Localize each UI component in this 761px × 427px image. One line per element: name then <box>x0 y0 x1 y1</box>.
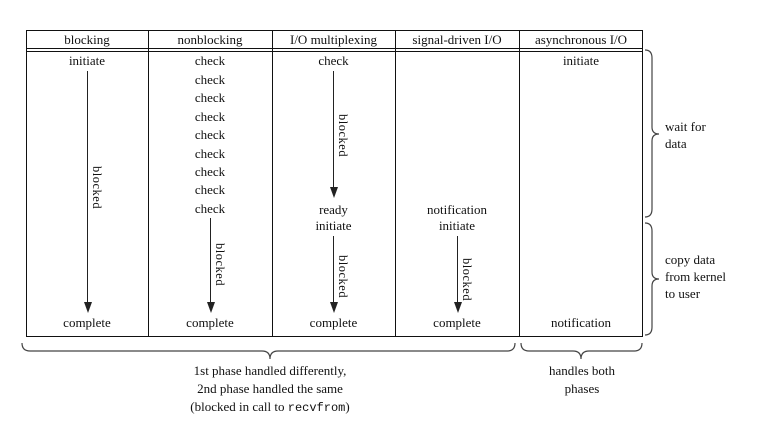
copy-data-brace-icon <box>644 222 660 336</box>
handles-both-brace-icon <box>520 342 643 360</box>
step-label-check: check <box>318 53 349 68</box>
step-label-notification: notification <box>427 202 487 217</box>
step-label-check: check <box>194 72 226 87</box>
handles-both-label: handles both phases <box>548 363 616 396</box>
step-label-complete: complete <box>63 315 111 330</box>
arrow-line <box>87 71 88 302</box>
phase-note-line1: 1st phase handled differently, <box>193 363 347 378</box>
step-label-check: check <box>194 127 226 142</box>
arrowhead-icon <box>329 187 338 198</box>
phase-note: 1st phase handled differently, 2nd phase… <box>120 362 420 417</box>
arrow-line <box>457 236 458 302</box>
step-label-initiate: initiate <box>562 53 600 68</box>
copy-data-label: copy data from kernel to user <box>665 252 727 301</box>
column-divider <box>519 30 520 337</box>
column-divider <box>148 30 149 337</box>
step-label-check: check <box>194 201 226 216</box>
recvfrom-code: recvfrom <box>287 401 346 415</box>
arrow-line <box>333 236 334 302</box>
step-label-check: check <box>194 146 226 161</box>
step-label-initiate: initiate <box>438 218 476 233</box>
arrowhead-icon <box>83 302 92 313</box>
arrowhead-icon <box>329 302 338 313</box>
step-label-check: check <box>194 90 226 105</box>
step-label-complete: complete <box>309 315 358 330</box>
table-outer-border <box>26 30 643 337</box>
arrowhead-icon <box>206 302 215 313</box>
step-label-initiate: initiate <box>315 218 352 233</box>
step-label-initiate: initiate <box>68 53 106 68</box>
step-label-complete: complete <box>186 315 234 330</box>
blocked-label: blocked <box>336 255 350 299</box>
column-header-asynchronous: asynchronous I/O <box>534 32 628 47</box>
blocked-label: blocked <box>213 243 227 287</box>
blocked-label: blocked <box>336 114 350 158</box>
blocked-label: blocked <box>90 166 104 210</box>
arrowhead-icon <box>453 302 462 313</box>
step-label-notification: notification <box>551 315 611 330</box>
arrow-line <box>333 71 334 187</box>
step-label-check: check <box>194 164 226 179</box>
step-label-check: check <box>194 53 226 68</box>
arrow-line <box>210 218 211 302</box>
blocked-label: blocked <box>460 258 474 302</box>
column-divider <box>395 30 396 337</box>
column-header-signal-driven: signal-driven I/O <box>412 32 502 47</box>
step-label-check: check <box>194 182 226 197</box>
wait-for-data-brace-icon <box>644 49 660 218</box>
column-header-io-multiplexing: I/O multiplexing <box>289 32 378 47</box>
header-double-rule-top <box>26 48 643 49</box>
step-label-complete: complete <box>433 315 481 330</box>
phase-note-line3: (blocked in call to recvfrom) <box>190 399 350 415</box>
wait-for-data-label: wait for data <box>665 119 706 151</box>
step-label-ready: ready <box>319 202 348 217</box>
phase-note-brace-icon <box>21 342 516 360</box>
step-label-check: check <box>194 109 226 124</box>
header-double-rule-bottom <box>26 51 643 52</box>
column-header-blocking: blocking <box>64 32 110 47</box>
column-divider <box>272 30 273 337</box>
phase-note-line2: 2nd phase handled the same <box>197 381 343 396</box>
column-header-nonblocking: nonblocking <box>177 32 243 47</box>
